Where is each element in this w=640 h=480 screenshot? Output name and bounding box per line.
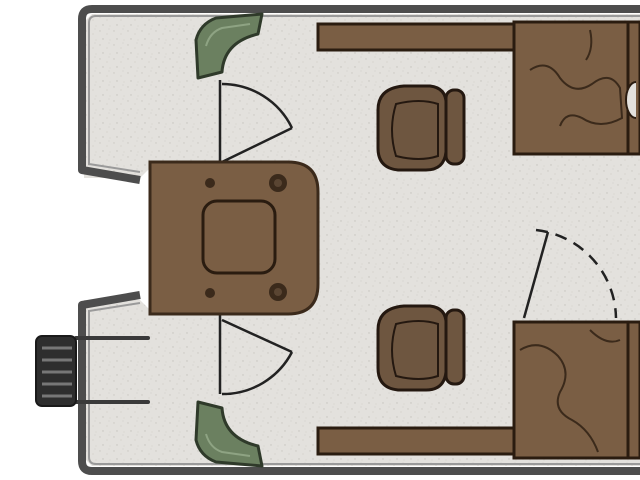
- bench-bottom: [316, 426, 518, 456]
- deck-floor: [84, 14, 640, 466]
- helm-console: [148, 160, 320, 316]
- gate-swing-bottom: [218, 312, 294, 396]
- bow-gate-bottom: [194, 400, 264, 468]
- gate-swing-top: [218, 80, 294, 164]
- lounge-bottom-right: [512, 320, 640, 460]
- perimeter-rail: [78, 5, 640, 475]
- perimeter-rail-inner: [88, 15, 640, 465]
- lounge-top-right: [512, 20, 640, 156]
- captain-chair-top: [376, 84, 466, 172]
- boarding-ladder: [35, 335, 150, 407]
- bench-top: [316, 22, 518, 52]
- door-swing-right: [522, 228, 618, 319]
- bow-gate-top: [194, 12, 264, 80]
- captain-chair-bottom: [376, 304, 466, 392]
